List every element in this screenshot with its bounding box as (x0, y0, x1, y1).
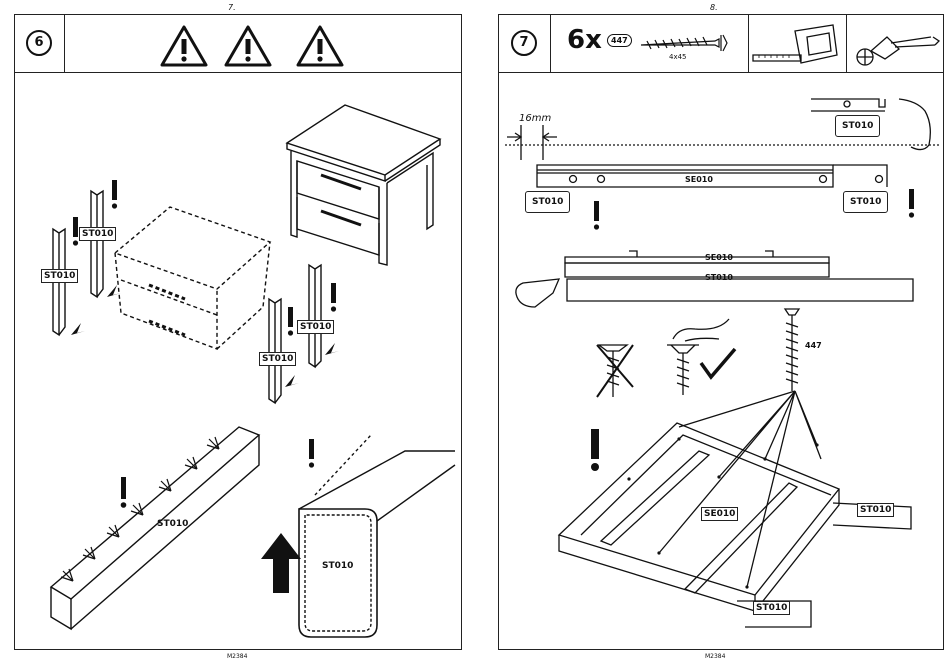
left-footer: M2384 (227, 653, 247, 660)
right-footer: M2384 (705, 653, 725, 660)
part-label-st010: ST010 (835, 115, 880, 137)
part-label-st010: ST010 (41, 269, 78, 283)
base-label-st010: ST010 (753, 601, 790, 615)
right-page-number: 8. (710, 3, 718, 12)
right-illustration (499, 15, 945, 651)
panel-label-st010: ST010 (157, 519, 188, 529)
left-illustration (15, 15, 463, 651)
panel-label-st010: ST010 (705, 273, 733, 282)
part-label-st010: ST010 (525, 191, 570, 213)
corner-label-st010: ST010 (322, 561, 353, 571)
part-label-st010: ST010 (79, 227, 116, 241)
rail-label-se010: SE010 (685, 175, 713, 184)
rail-label-se010: SE010 (705, 253, 733, 262)
measurement-label: 16mm (519, 113, 551, 124)
left-page: 6 (14, 14, 462, 650)
part-label-st010: ST010 (843, 191, 888, 213)
part-label-st010: ST010 (259, 352, 296, 366)
right-page: 7 6x 447 4x45 (498, 14, 944, 650)
part-label-st010: ST010 (297, 320, 334, 334)
base-label-st010: ST010 (857, 503, 894, 517)
slat-label-se010: SE010 (701, 507, 738, 521)
screw-callout-447: 447 (805, 341, 822, 350)
left-page-number: 7. (228, 3, 236, 12)
